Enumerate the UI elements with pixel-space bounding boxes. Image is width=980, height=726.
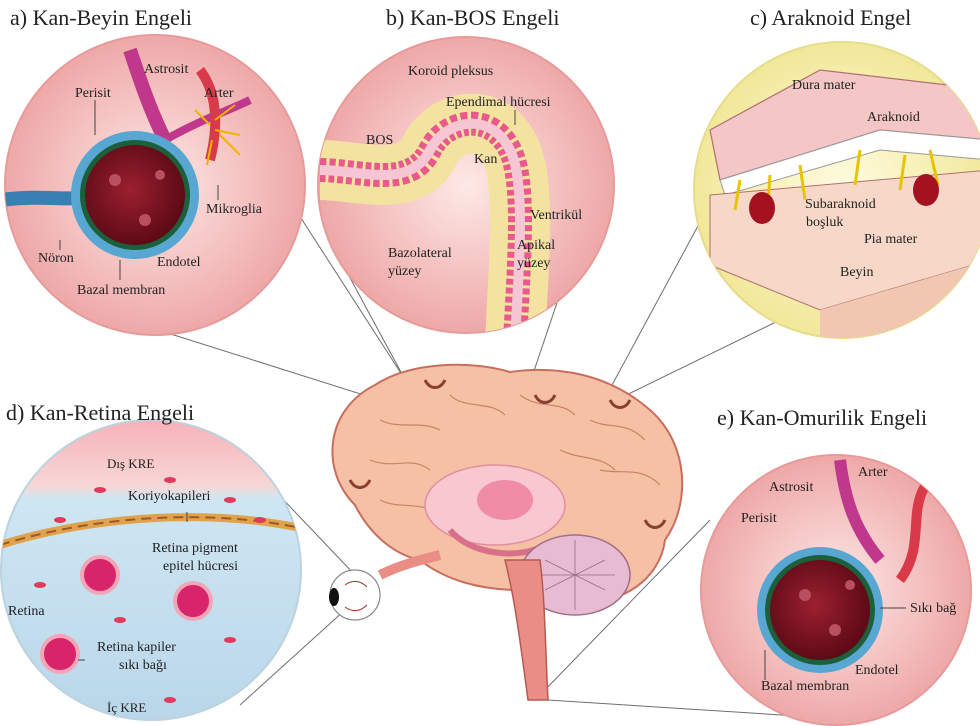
label-bazal-membran: Bazal membran (77, 283, 165, 298)
spinal-cord-illustration (505, 560, 548, 700)
panel-a-title: a) Kan-Beyin Engeli (10, 5, 192, 30)
label-bazolateral: Bazolateral (388, 246, 452, 261)
label-subaraknoid: Subaraknoid (805, 197, 876, 212)
label-ventrikul: Ventrikül (530, 208, 582, 223)
panel-blood-retina-barrier: d) Kan-Retina Engeli Dış KRE Koriyokapil… (0, 400, 310, 720)
label-noron: Nöron (38, 251, 74, 266)
label-apikal: Apikal (517, 238, 555, 253)
panel-blood-brain-barrier: a) Kan-Beyin Engeli Astrosit Perisit Art… (0, 5, 305, 335)
label-araknoid: Araknoid (867, 110, 920, 125)
label-kan: Kan (474, 152, 497, 167)
label-endotel: Endotel (157, 255, 201, 270)
label-ic-kre: İç KRE (107, 700, 146, 715)
label-koriyokapileri: Koriyokapileri (128, 489, 211, 504)
label-e-astrosit: Astrosit (769, 480, 813, 495)
label-siki-bagi: sıkı bağı (119, 658, 167, 673)
label-dura-mater: Dura mater (792, 78, 856, 93)
label-dis-kre: Dış KRE (107, 456, 154, 471)
panel-e-title: e) Kan-Omurilik Engeli (717, 405, 927, 430)
panel-blood-csf-barrier: b) Kan-BOS Engeli Koroid pleksus Ependim… (318, 5, 614, 340)
brain-illustration (332, 365, 682, 700)
label-apikal-yuzey: yüzey (517, 256, 550, 271)
label-mikroglia: Mikroglia (206, 202, 263, 217)
label-bos: BOS (366, 133, 393, 148)
label-retina: Retina (8, 604, 45, 619)
label-e-bazal-membran: Bazal membran (761, 679, 849, 694)
panel-b-title: b) Kan-BOS Engeli (386, 5, 560, 30)
label-koroid-pleksus: Koroid pleksus (408, 64, 493, 79)
panel-arachnoid-barrier: c) Araknoid Engel Dura mater Araknoid Su… (694, 5, 980, 340)
label-epitel-hucresi: epitel hücresi (163, 559, 238, 574)
label-perisit: Perisit (75, 86, 111, 101)
label-e-perisit: Perisit (741, 511, 777, 526)
label-beyin: Beyin (840, 265, 873, 280)
panel-c-title: c) Araknoid Engel (750, 5, 911, 30)
label-arter: Arter (204, 86, 234, 101)
label-e-endotel: Endotel (855, 663, 899, 678)
panel-blood-spinal-cord-barrier: e) Kan-Omurilik Engeli Arter Astrosit Pe… (701, 405, 971, 725)
label-pia-mater: Pia mater (864, 232, 918, 247)
label-bazolateral-yuzey: yüzey (388, 264, 421, 279)
label-e-arter: Arter (858, 465, 888, 480)
label-siki-bag: Sıkı bağ (910, 601, 956, 616)
label-astrosit: Astrosit (144, 62, 188, 77)
eye-illustration (329, 570, 380, 620)
label-retina-pigment: Retina pigment (152, 541, 238, 556)
panel-d-title: d) Kan-Retina Engeli (6, 400, 194, 425)
label-bosluk: boşluk (806, 215, 843, 230)
label-ependimal-hucresi: Ependimal hücresi (446, 95, 551, 110)
label-retina-kapiler: Retina kapiler (97, 640, 176, 655)
